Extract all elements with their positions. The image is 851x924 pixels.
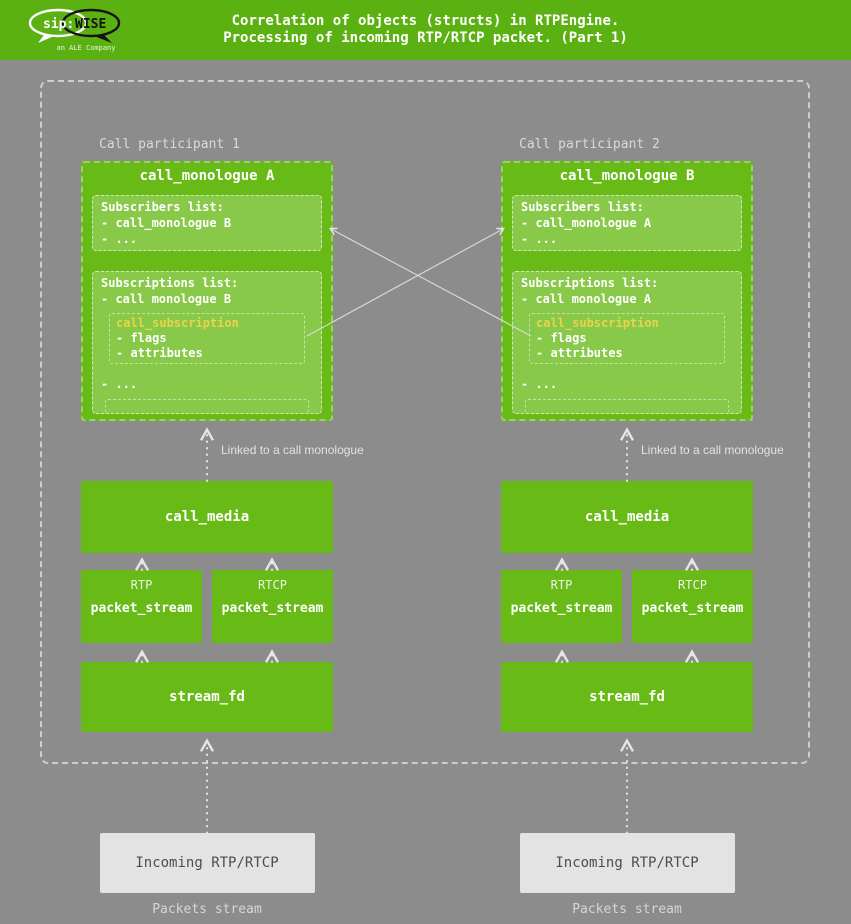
rtpengine-structs-container: [40, 80, 810, 764]
linked-to-monologue-label: Linked to a call monologue: [221, 443, 364, 457]
call-monologue-b-title: call_monologue B: [559, 168, 695, 184]
call-subscription-title: call_subscription: [116, 316, 239, 330]
incoming-rtp-rtcp-label: Incoming RTP/RTCP: [135, 855, 279, 871]
call-monologue-a-title: call_monologue A: [139, 168, 275, 184]
packet-stream-rtcp-box: RTCP packet_stream: [212, 570, 333, 643]
subscriptions-item: - call monologue A: [521, 292, 652, 306]
incoming-rtp-rtcp-label: Incoming RTP/RTCP: [555, 855, 699, 871]
logo-subtitle-text: an ALE Company: [56, 44, 115, 52]
subscriptions-list-title: Subscriptions list:: [521, 276, 659, 290]
participant-1-label: Call participant 1: [99, 137, 240, 152]
packet-stream-label: packet_stream: [221, 601, 324, 616]
call-subscription-flags: - flags: [116, 331, 167, 345]
call-subscription-box: call_subscription - flags - attributes: [109, 313, 305, 364]
call-monologue-a-box: call_monologue A Subscribers list: - cal…: [81, 161, 333, 421]
monologue-link-zone: Linked to a call monologue: [81, 421, 364, 481]
call-subscription-box: call_subscription - flags - attributes: [529, 313, 725, 364]
subscriptions-list-box: Subscriptions list: - call monologue B c…: [92, 271, 322, 414]
stream-fd-box: stream_fd: [501, 662, 753, 732]
stream-fd-box: stream_fd: [81, 662, 333, 732]
incoming-rtp-rtcp-box: Incoming RTP/RTCP: [99, 833, 315, 893]
call-subscription-flags: - flags: [536, 331, 587, 345]
call-media-box: call_media: [81, 481, 333, 553]
packet-stream-label: packet_stream: [641, 601, 744, 616]
diagram-title: Correlation of objects (structs) in RTPE…: [223, 13, 628, 47]
call-media-box: call_media: [501, 481, 753, 553]
subscriptions-item-more: - ...: [521, 377, 558, 391]
packet-streams-row: RTP packet_stream RTCP packet_stream: [81, 570, 333, 643]
call-subscription-attributes: - attributes: [536, 346, 623, 360]
stream-fd-label: stream_fd: [169, 689, 245, 705]
subscribers-item: - call_monologue B: [101, 216, 232, 230]
subscribers-item-more: - ...: [101, 232, 138, 246]
subscribers-item: - call_monologue A: [521, 216, 652, 230]
diagram-title-line2: Processing of incoming RTP/RTCP packet. …: [223, 30, 628, 46]
subscribers-list-box: Subscribers list: - call_monologue A - .…: [512, 195, 742, 251]
subscribers-list-box: Subscribers list: - call_monologue B - .…: [92, 195, 322, 251]
participant-1-column: Call participant 1 call_monologue A Subs…: [81, 137, 364, 917]
rtp-label: RTP: [130, 578, 153, 592]
subscriptions-item-more: - ...: [101, 377, 138, 391]
sipwise-logo: sip: WISE an ALE Company: [28, 7, 124, 57]
packet-streams-row: RTP packet_stream RTCP packet_stream: [501, 570, 753, 643]
monologue-link-zone: Linked to a call monologue: [501, 421, 784, 481]
logo-sip-text: sip:: [43, 17, 74, 32]
subscribers-list-title: Subscribers list:: [521, 200, 644, 214]
logo-wise-text: WISE: [75, 17, 106, 32]
rtp-label: RTP: [550, 578, 573, 592]
packets-stream-label: Packets stream: [572, 902, 682, 917]
participant-2-column: Call participant 2 call_monologue B Subs…: [501, 137, 784, 917]
packet-stream-rtp-box: RTP packet_stream: [501, 570, 622, 643]
subscriptions-item: - call monologue B: [101, 292, 232, 306]
packets-stream-label: Packets stream: [152, 902, 262, 917]
subscribers-item-more: - ...: [521, 232, 558, 246]
subscriptions-list-title: Subscriptions list:: [101, 276, 239, 290]
truncated-subscription-box: [525, 399, 729, 412]
incoming-rtp-rtcp-box: Incoming RTP/RTCP: [519, 833, 735, 893]
call-monologue-b-box: call_monologue B Subscribers list: - cal…: [501, 161, 753, 421]
linked-to-monologue-label: Linked to a call monologue: [641, 443, 784, 457]
call-subscription-attributes: - attributes: [116, 346, 203, 360]
participant-2-label: Call participant 2: [519, 137, 660, 152]
packet-stream-label: packet_stream: [90, 601, 193, 616]
rtcp-label: RTCP: [258, 578, 287, 592]
subscribers-list-title: Subscribers list:: [101, 200, 224, 214]
rtcp-label: RTCP: [678, 578, 707, 592]
diagram-title-line1: Correlation of objects (structs) in RTPE…: [231, 13, 620, 29]
truncated-subscription-box: [105, 399, 309, 412]
packet-stream-label: packet_stream: [510, 601, 613, 616]
sipwise-logo-graphic: sip: WISE an ALE Company: [28, 8, 121, 52]
call-media-label: call_media: [584, 509, 670, 525]
packet-stream-rtp-box: RTP packet_stream: [81, 570, 202, 643]
call-subscription-title: call_subscription: [536, 316, 659, 330]
packet-stream-rtcp-box: RTCP packet_stream: [632, 570, 753, 643]
header-bar: sip: WISE an ALE Company Correlation of …: [0, 0, 851, 60]
stream-fd-label: stream_fd: [589, 689, 665, 705]
subscriptions-list-box: Subscriptions list: - call monologue A c…: [512, 271, 742, 414]
call-media-label: call_media: [164, 509, 250, 525]
